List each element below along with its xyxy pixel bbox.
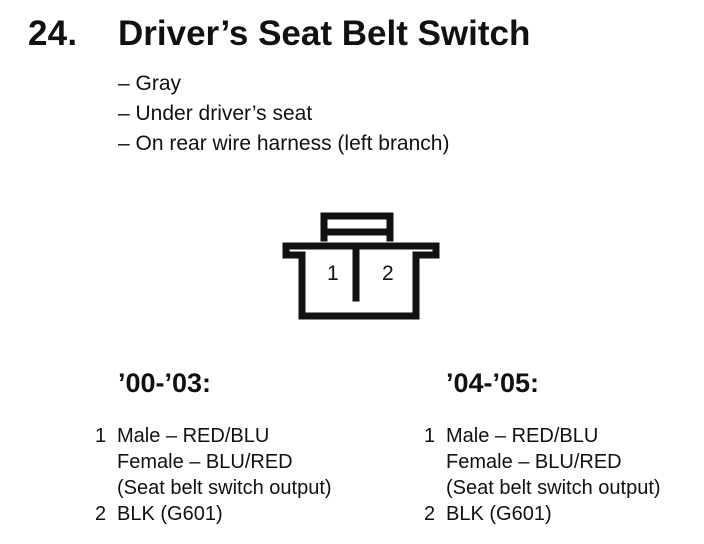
connector-housing [282, 242, 440, 320]
page-title: Driver’s Seat Belt Switch [118, 14, 531, 53]
pin-wire-female: Female – BLU/RED [446, 451, 622, 473]
note-color: – Gray [118, 72, 182, 95]
year-heading-00-03: ’00-’03: [118, 368, 212, 398]
note-harness: – On rear wire harness (left branch) [118, 132, 450, 155]
pin-wire-ground: BLK (G601) [446, 503, 552, 525]
pinout-04-05: 1 Male – RED/BLU Female – BLU/RED (Seat … [424, 423, 661, 527]
location-notes: – Gray – Under driver’s seat – On rear w… [118, 69, 449, 159]
pin-function: (Seat belt switch output) [446, 477, 661, 499]
pin-number: 2 [95, 503, 107, 525]
pin-wire-ground: BLK (G601) [117, 503, 223, 525]
pin-number: 1 [95, 425, 107, 447]
section-number: 24. [28, 14, 78, 53]
pin-number: 1 [424, 425, 436, 447]
list-item: 2 BLK (G601) [95, 501, 332, 527]
pin-1-label: 1 [327, 262, 339, 285]
pin-wire-male: Male – RED/BLU [446, 425, 599, 447]
pinout-00-03: 1 Male – RED/BLU Female – BLU/RED (Seat … [95, 423, 332, 527]
list-item: 1 Male – RED/BLU Female – BLU/RED (Seat … [95, 423, 332, 501]
connector-lock-tab [320, 212, 394, 242]
pin-function: (Seat belt switch output) [117, 477, 332, 499]
pin-wire-male: Male – RED/BLU [117, 425, 270, 447]
pin-wire-female: Female – BLU/RED [117, 451, 293, 473]
list-item: 2 BLK (G601) [424, 501, 661, 527]
note-location: – Under driver’s seat [118, 102, 313, 125]
list-item: 1 Male – RED/BLU Female – BLU/RED (Seat … [424, 423, 661, 501]
pin-number: 2 [424, 503, 436, 525]
year-heading-04-05: ’04-’05: [446, 368, 540, 398]
pin-2-label: 2 [382, 262, 394, 285]
